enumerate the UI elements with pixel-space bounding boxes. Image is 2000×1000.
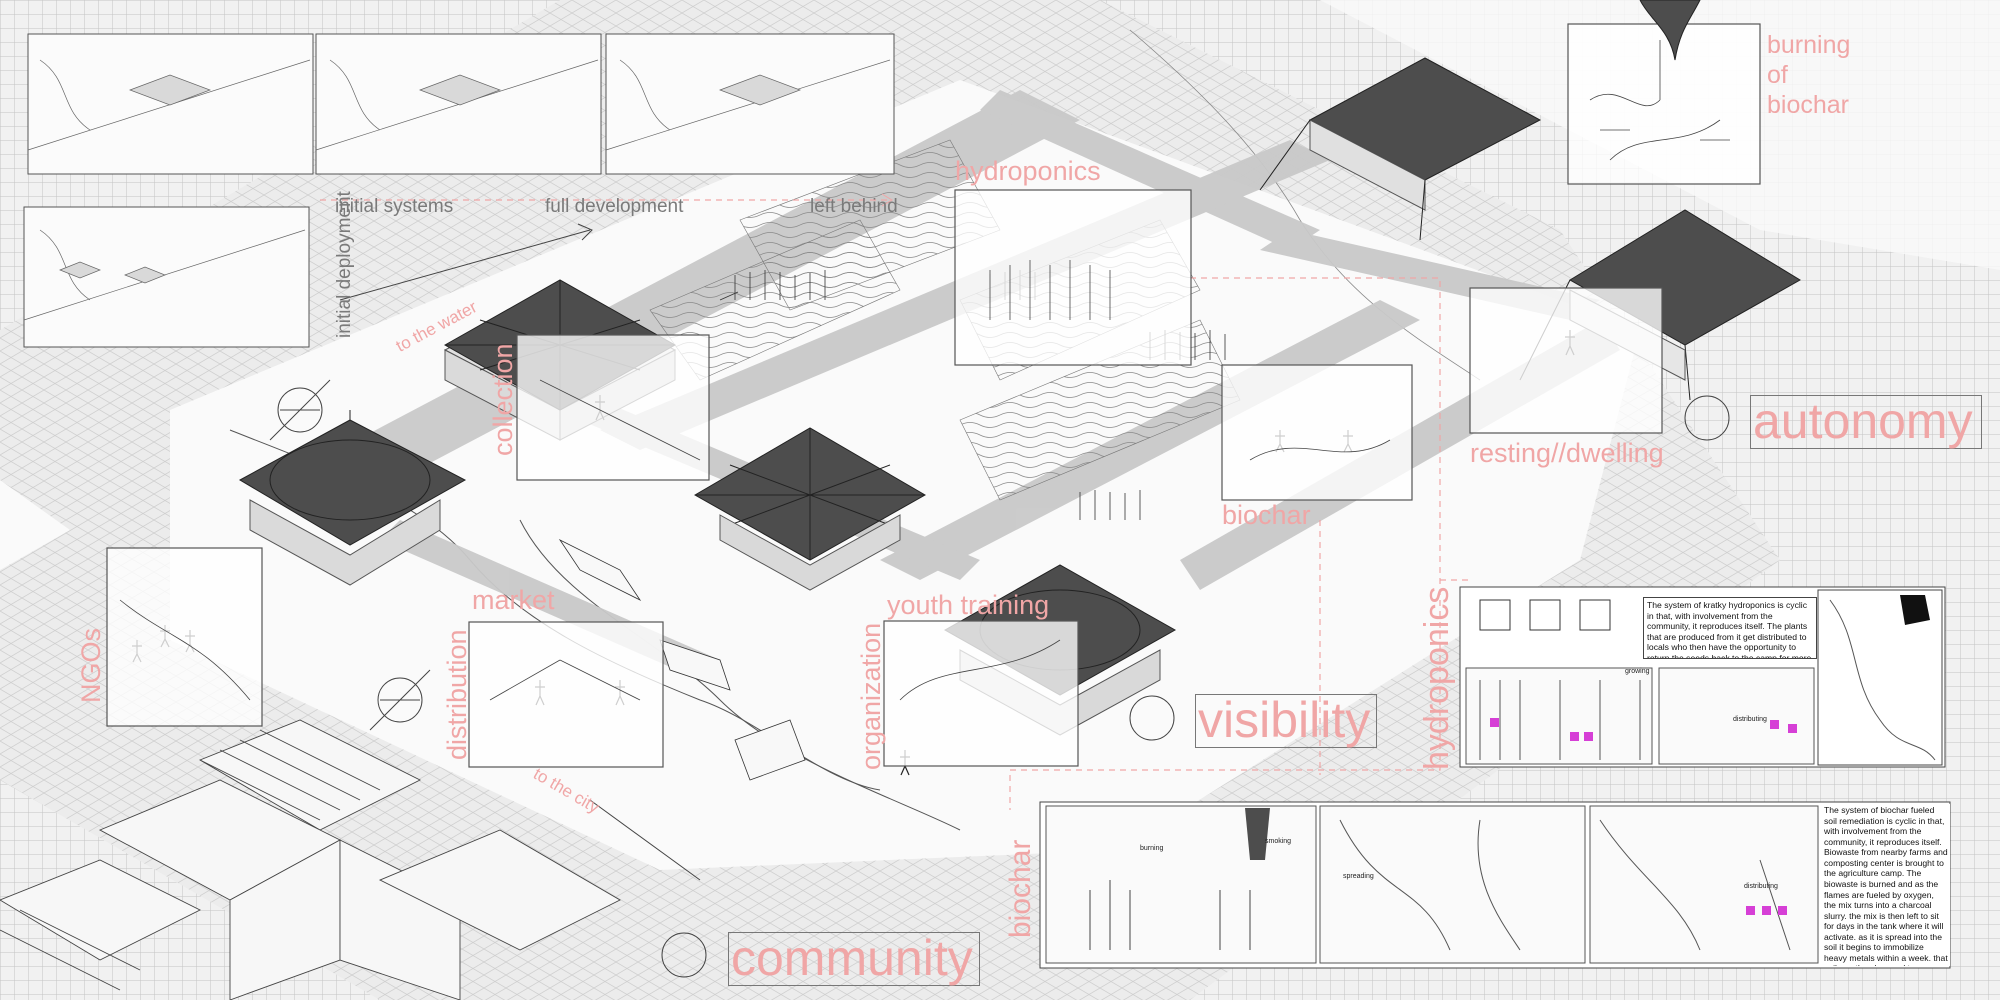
label-ngos: NGOs [76,627,106,703]
label-resting-dwelling: resting//dwelling [1470,438,1664,468]
crosshair-marker [269,379,431,731]
city-buildings [0,719,621,1000]
market-stalls [558,538,806,781]
callout-sketches [119,40,1730,701]
label-biochar-mid: biochar [1222,500,1311,530]
pink-arrowhead [881,193,893,207]
pavilion-autonomy-top [1259,57,1542,241]
tag-spreading: spreading [1343,873,1374,880]
label-initial-deployment: initial deployment [334,191,355,338]
tag-distributing-hydro: distributing [1733,716,1767,723]
tag-distributing-biochar: distributing [1744,883,1778,890]
label-community: community [728,932,980,986]
pavilion-ngo [238,410,467,586]
arrow-to-city [589,799,701,881]
connector-lines [320,199,1470,810]
white-parcel-left [0,480,70,570]
pavilion-center [693,427,927,591]
site-callout-frames [106,23,1761,768]
arrow-development [339,223,593,301]
contour-line [519,519,961,831]
label-youth-training: youth training [887,590,1050,620]
label-left-behind: left behind [810,196,898,217]
label-autonomy: autonomy [1750,395,1982,449]
contour-line [1129,29,1481,381]
phase-thumbnail-contents [23,59,891,321]
autonomy-circle [1684,395,1730,441]
label-biochar-bottom: biochar [1004,839,1037,938]
label-distribution: distribution [442,629,472,760]
label-hydroponics-side: hydroponics [1418,586,1456,770]
tag-smoking: smoking [1265,838,1292,845]
label-organization: organization [856,622,886,770]
community-circle [661,932,707,978]
biochar-description: The system of biochar fueled soil remedi… [1822,804,1950,966]
smoke-plume [1639,0,1701,61]
label-visibility: visibility [1195,694,1378,748]
biochar-panel [1039,801,1951,969]
tag-growing: growing [1625,668,1650,675]
label-market: market [472,585,555,615]
label-burning-of-biochar: burning of biochar [1767,31,1851,119]
label-collection: collection [488,343,518,456]
tag-burning: burning [1140,845,1164,852]
label-full-development: full development [545,196,684,217]
visibility-circle [1129,695,1175,741]
label-hydroponics: hydroponics [955,156,1101,186]
hydroponics-description: The system of kratky hydroponics is cycl… [1643,597,1817,659]
label-initial-systems: initial systems [335,196,454,217]
